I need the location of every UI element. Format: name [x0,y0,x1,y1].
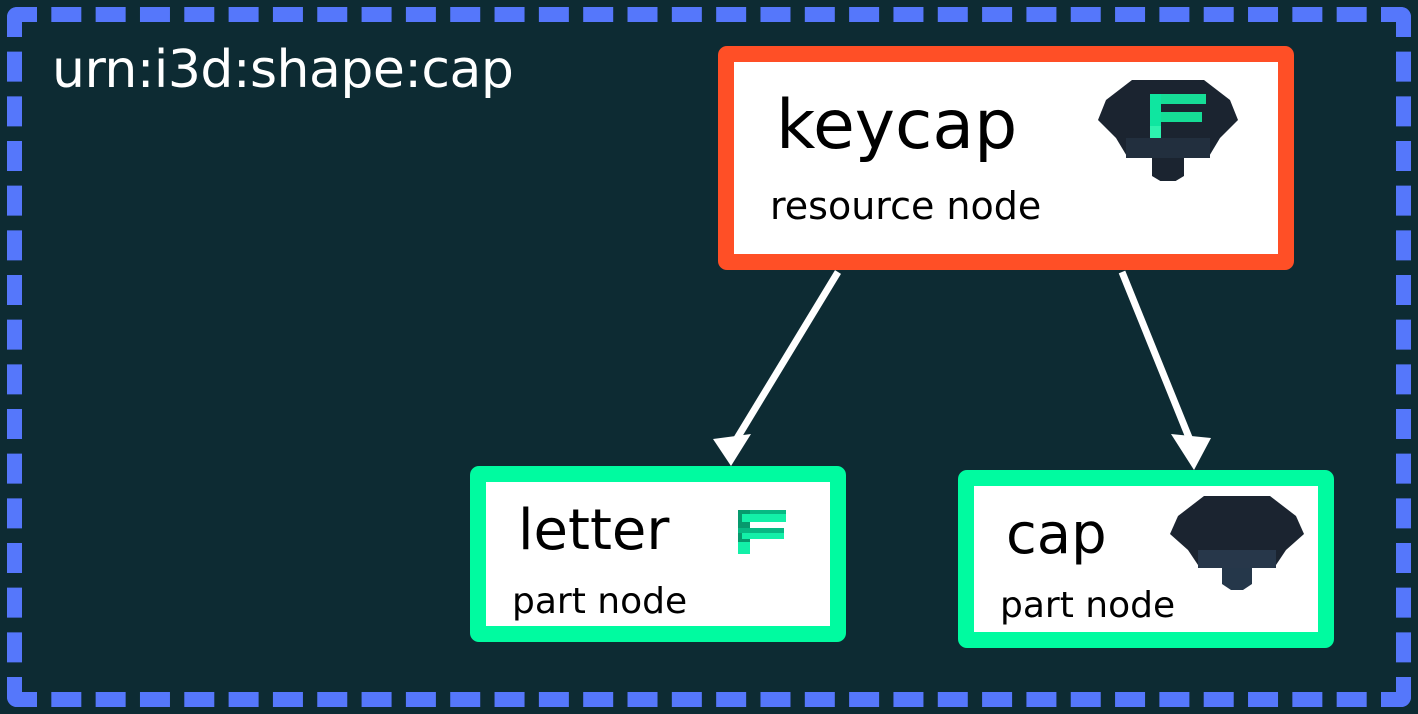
edge-line [733,270,841,442]
node-cap-body: cap part node [974,486,1318,632]
node-letter-body: letter part node [486,482,830,626]
node-letter-kind: part node [512,581,688,622]
graph-title: urn:i3d:shape:cap [52,40,514,100]
node-letter-header: letter [486,500,830,562]
node-cap-kind: part node [1000,585,1176,626]
node-keycap-kind: resource node [770,184,1042,228]
edge-keycap-to-cap [1118,270,1211,470]
node-letter-label: letter [518,498,670,563]
keycap-3d-thumbnail [1098,80,1238,181]
edge-keycap-to-letter [713,270,841,466]
node-cap-label: cap [1006,502,1107,567]
node-cap[interactable]: cap part node [958,470,1334,648]
edge-arrowhead [713,434,751,466]
node-cap-header: cap [974,504,1318,566]
node-keycap[interactable]: keycap resource node [718,46,1294,270]
node-keycap-body: keycap resource node [734,62,1278,254]
cap-3d-thumbnail [1170,496,1304,590]
edge-arrowhead [1171,434,1211,470]
node-keycap-header: keycap [734,88,1278,164]
letter-f-3d-thumbnail [738,510,786,554]
node-letter[interactable]: letter part node [470,466,846,642]
node-keycap-label: keycap [776,86,1018,165]
edge-line [1118,270,1194,442]
